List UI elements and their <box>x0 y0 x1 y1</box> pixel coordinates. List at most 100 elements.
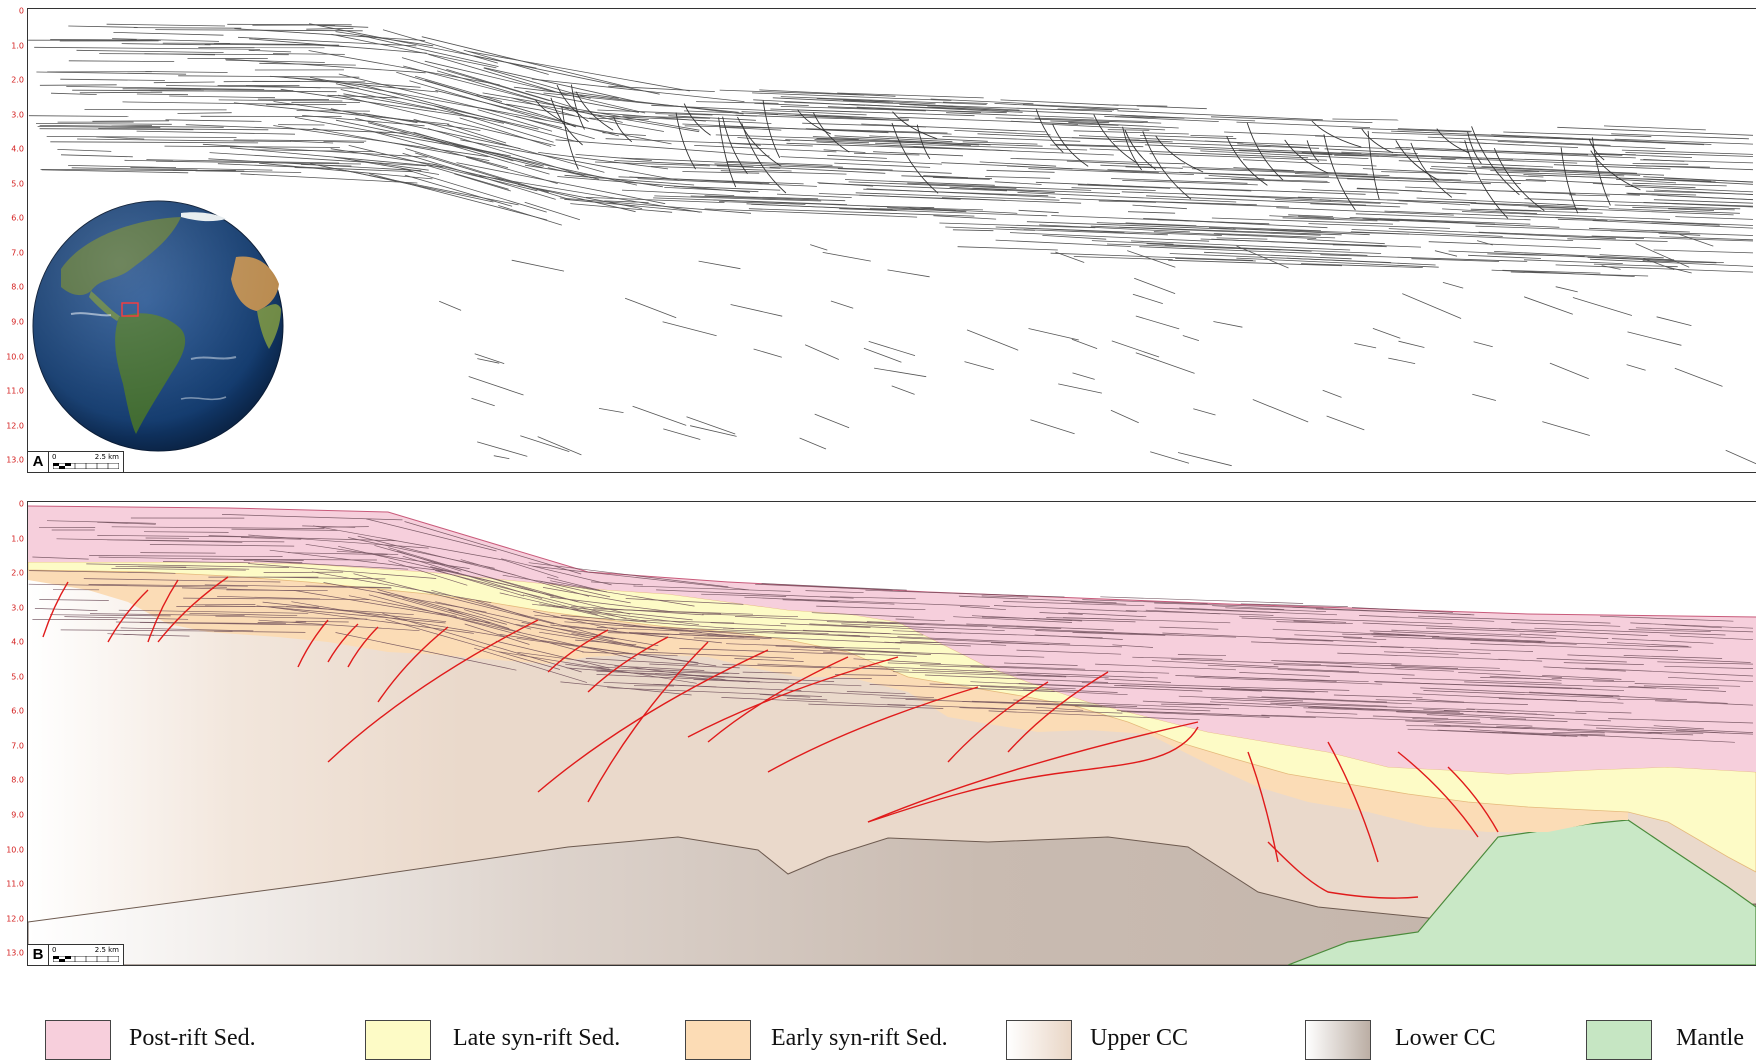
reflector <box>1528 206 1734 216</box>
reflector <box>140 552 216 554</box>
reflector <box>231 528 338 531</box>
reflector <box>1204 177 1328 182</box>
reflector <box>1443 710 1537 715</box>
reflector <box>719 89 865 96</box>
reflector <box>823 149 866 153</box>
reflector <box>372 131 509 169</box>
reflector <box>183 597 370 601</box>
reflector <box>1625 152 1754 157</box>
reflector <box>757 663 909 671</box>
reflector <box>1091 240 1174 245</box>
scale-ruler-a <box>53 463 119 469</box>
reflector <box>781 598 990 607</box>
reflector <box>1603 125 1706 131</box>
reflector <box>35 123 172 125</box>
reflector <box>726 160 833 166</box>
reflector <box>338 94 556 146</box>
reflector <box>816 605 926 611</box>
reflector <box>900 640 1007 646</box>
reflector <box>790 648 833 652</box>
reflector <box>964 361 994 371</box>
reflector <box>262 601 447 623</box>
reflector <box>1523 259 1623 264</box>
reflector <box>654 195 822 202</box>
reflector <box>1446 188 1640 196</box>
reflector <box>533 611 618 631</box>
fault-line <box>570 84 585 130</box>
reflector <box>1623 655 1723 659</box>
reflector <box>1351 607 1453 613</box>
detachment-fault <box>1267 841 1419 899</box>
reflector <box>1239 672 1330 677</box>
reflector <box>1269 215 1335 219</box>
reflector <box>920 665 990 668</box>
reflector <box>506 103 664 132</box>
reflector <box>435 570 627 620</box>
reflector <box>1039 612 1083 615</box>
reflector <box>414 75 503 102</box>
reflector <box>150 90 337 93</box>
reflector <box>869 684 1055 692</box>
panel-b-label: B <box>28 944 49 965</box>
reflector <box>454 173 511 192</box>
fault-line <box>762 100 781 159</box>
reflector <box>1236 245 1289 269</box>
fault-line <box>535 99 576 128</box>
reflector <box>431 163 636 213</box>
reflector <box>1373 635 1577 645</box>
reflector <box>1388 228 1616 240</box>
panel-a-label: A <box>28 451 49 472</box>
legend: Post-rift Sed. Late syn-rift Sed. Early … <box>0 1010 1756 1060</box>
reflector <box>1022 104 1140 110</box>
fault-line <box>377 626 449 703</box>
reflector <box>113 32 224 36</box>
reflector <box>499 592 615 620</box>
reflector <box>189 612 298 617</box>
reflector <box>1225 607 1327 613</box>
reflector <box>1461 211 1671 220</box>
reflector <box>637 178 817 187</box>
reflector <box>1168 259 1343 267</box>
reflector <box>632 405 687 426</box>
reflector <box>1434 250 1458 257</box>
reflector <box>1359 615 1495 622</box>
reflector <box>1470 208 1603 214</box>
reflector <box>662 321 717 337</box>
reflector <box>1646 645 1692 648</box>
reflector <box>1509 732 1567 737</box>
reflector <box>1342 633 1440 637</box>
fault-line <box>797 109 831 135</box>
reflector <box>1294 634 1363 638</box>
reflector <box>923 175 969 179</box>
reflector <box>734 616 925 626</box>
reflector <box>542 587 631 604</box>
reflector <box>1179 607 1281 614</box>
reflector <box>66 86 265 90</box>
reflector <box>694 630 860 636</box>
reflector <box>891 385 915 395</box>
reflector <box>543 92 739 113</box>
reflector <box>1433 724 1568 731</box>
reflector <box>1115 116 1185 119</box>
reflector <box>624 297 677 319</box>
reflector <box>1270 702 1475 711</box>
reflector <box>498 651 697 684</box>
reflector <box>1542 421 1590 436</box>
reflector <box>1003 601 1145 607</box>
reflector <box>460 559 590 597</box>
reflector <box>875 142 1088 151</box>
reflector <box>1073 130 1189 135</box>
reflector <box>402 597 464 615</box>
reflector <box>60 78 165 81</box>
reflector <box>786 698 828 701</box>
reflector <box>1375 681 1572 689</box>
reflector <box>226 589 328 592</box>
reflector <box>306 27 354 30</box>
reflector <box>1567 238 1668 242</box>
reflector <box>1574 693 1620 697</box>
reflector <box>1634 683 1741 687</box>
reflector <box>995 117 1162 124</box>
reflector <box>1252 399 1309 423</box>
reflector <box>1117 110 1323 121</box>
reflector <box>96 136 145 140</box>
